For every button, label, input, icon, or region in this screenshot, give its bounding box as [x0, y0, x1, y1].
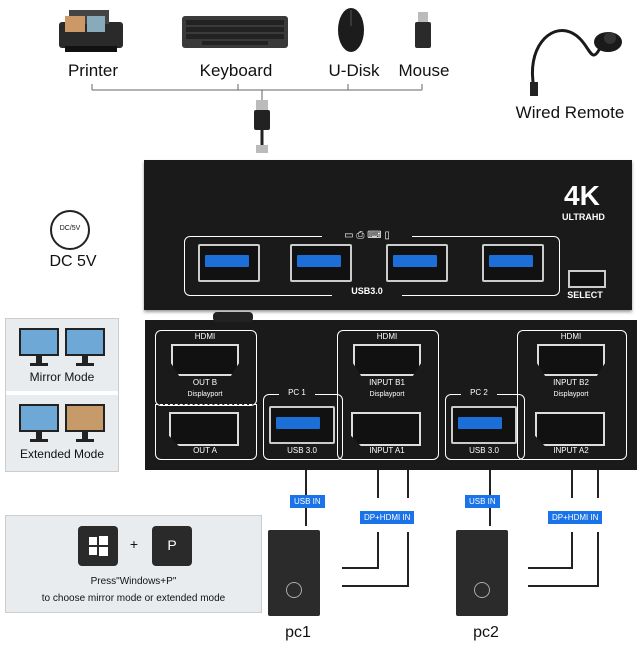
windows-logo-icon	[89, 536, 108, 556]
usb-port-2[interactable]	[290, 244, 352, 282]
usb-port-1[interactable]	[198, 244, 260, 282]
windows-key	[78, 526, 118, 566]
remote-image	[520, 18, 630, 98]
udisk-label: U-Disk	[328, 61, 380, 80]
input-a2-label: INPUT A2	[553, 446, 589, 455]
mode-divider	[6, 391, 118, 395]
input-a1-label: INPUT A1	[369, 446, 405, 455]
pc2-label: PC 2	[461, 388, 497, 397]
dc-label: DC 5V	[49, 253, 97, 270]
input-b1-label: INPUT B1	[369, 378, 405, 387]
usb30-label: USB3.0	[332, 286, 402, 296]
pc1-usb-port[interactable]	[269, 406, 335, 444]
pc2-usb-port[interactable]	[451, 406, 517, 444]
mirror-mode-label: Mirror Mode	[29, 370, 95, 384]
keyboard-image	[180, 12, 290, 52]
out-dp-label: Displayport	[187, 391, 223, 398]
wired-remote-icon	[530, 29, 622, 96]
input-b2-box	[517, 330, 627, 460]
input-b1-hdmi-port[interactable]	[353, 344, 421, 376]
usb-dongle-icon	[415, 12, 431, 48]
udisk-image	[412, 10, 434, 50]
pc1-label: pc1	[285, 624, 311, 641]
usb-group-icons: ▭ ⎙ ⌨ ▯	[322, 230, 412, 242]
remote-label: Wired Remote	[515, 103, 625, 122]
pc1-dp-hdmi-in-tag: DP+HDMI IN	[360, 511, 415, 524]
peripheral-connector-lines	[91, 84, 423, 153]
b2-hdmi-label: HDMI	[560, 332, 582, 341]
pc1-tower	[268, 530, 320, 616]
output-a-box	[155, 404, 257, 460]
out-hdmi-label: HDMI	[194, 332, 216, 341]
keyboard-label: Keyboard	[199, 61, 273, 80]
mirror-mode-monitors-icon	[19, 328, 105, 366]
b2-dp-label: Displayport	[553, 391, 589, 398]
select-port[interactable]	[568, 270, 606, 288]
mouse-label: Mouse	[398, 61, 450, 80]
pc1-usb-in-tag: USB IN	[290, 495, 325, 508]
b1-hdmi-label: HDMI	[376, 332, 398, 341]
printer-image	[55, 8, 127, 56]
out-b-hdmi-port[interactable]	[171, 344, 239, 376]
plus-sign: +	[129, 536, 139, 552]
brand-ultrahd: ULTRAHD	[562, 212, 605, 222]
pc2-usb-in-tag: USB IN	[465, 495, 500, 508]
brand-4k: 4K	[564, 180, 600, 211]
dc-port-icon: DC/5V	[50, 210, 90, 250]
input-b2-hdmi-port[interactable]	[537, 344, 605, 376]
hp-logo-icon	[286, 582, 302, 598]
mode-panel: Mirror Mode Extended Mode	[5, 318, 119, 472]
kvm-back-panel: 4K ULTRAHD ▭ ⎙ ⌨ ▯ USB3.0 SELECT	[144, 160, 632, 310]
p-key-label: P	[167, 537, 177, 553]
pc1-usb-label: USB 3.0	[287, 446, 317, 455]
shortcut-panel: + P Press"Windows+P" to choose mirror mo…	[5, 515, 262, 613]
pc2-tower	[456, 530, 508, 616]
usb-port-3[interactable]	[386, 244, 448, 282]
pc2-dp-hdmi-in-tag: DP+HDMI IN	[548, 511, 603, 524]
select-label: SELECT	[567, 290, 603, 300]
out-b-label: OUT B	[192, 378, 218, 387]
dc-icon-text: DC/5V	[59, 225, 81, 232]
printer-label: Printer	[67, 61, 119, 80]
pc1-label: PC 1	[279, 388, 315, 397]
shortcut-line-2: to choose mirror mode or extended mode	[41, 593, 226, 604]
out-a-label: OUT A	[193, 446, 217, 455]
hp-logo-icon	[474, 582, 490, 598]
extended-mode-label: Extended Mode	[19, 447, 105, 461]
p-key: P	[152, 526, 192, 566]
output-b-box	[155, 330, 257, 406]
b1-dp-label: Displayport	[369, 391, 405, 398]
pc2-label: pc2	[473, 624, 499, 641]
pc2-usb-label: USB 3.0	[469, 446, 499, 455]
kvm-front-panel: HDMI OUT B Displayport OUT A PC 1 USB 3.…	[145, 312, 637, 470]
input-b2-label: INPUT B2	[553, 378, 589, 387]
extended-mode-monitors-icon	[19, 404, 105, 442]
keyboard-icon	[182, 16, 288, 48]
mouse-image	[336, 6, 366, 54]
printer-icon	[59, 10, 123, 52]
select-button[interactable]	[213, 312, 253, 322]
out-a-dp-port[interactable]	[169, 412, 239, 446]
input-a1-dp-port[interactable]	[351, 412, 421, 446]
shortcut-line-1: Press"Windows+P"	[90, 576, 177, 587]
input-b1-box	[337, 330, 439, 460]
usb-port-4[interactable]	[482, 244, 544, 282]
input-a2-dp-port[interactable]	[535, 412, 605, 446]
mouse-icon	[338, 8, 364, 52]
